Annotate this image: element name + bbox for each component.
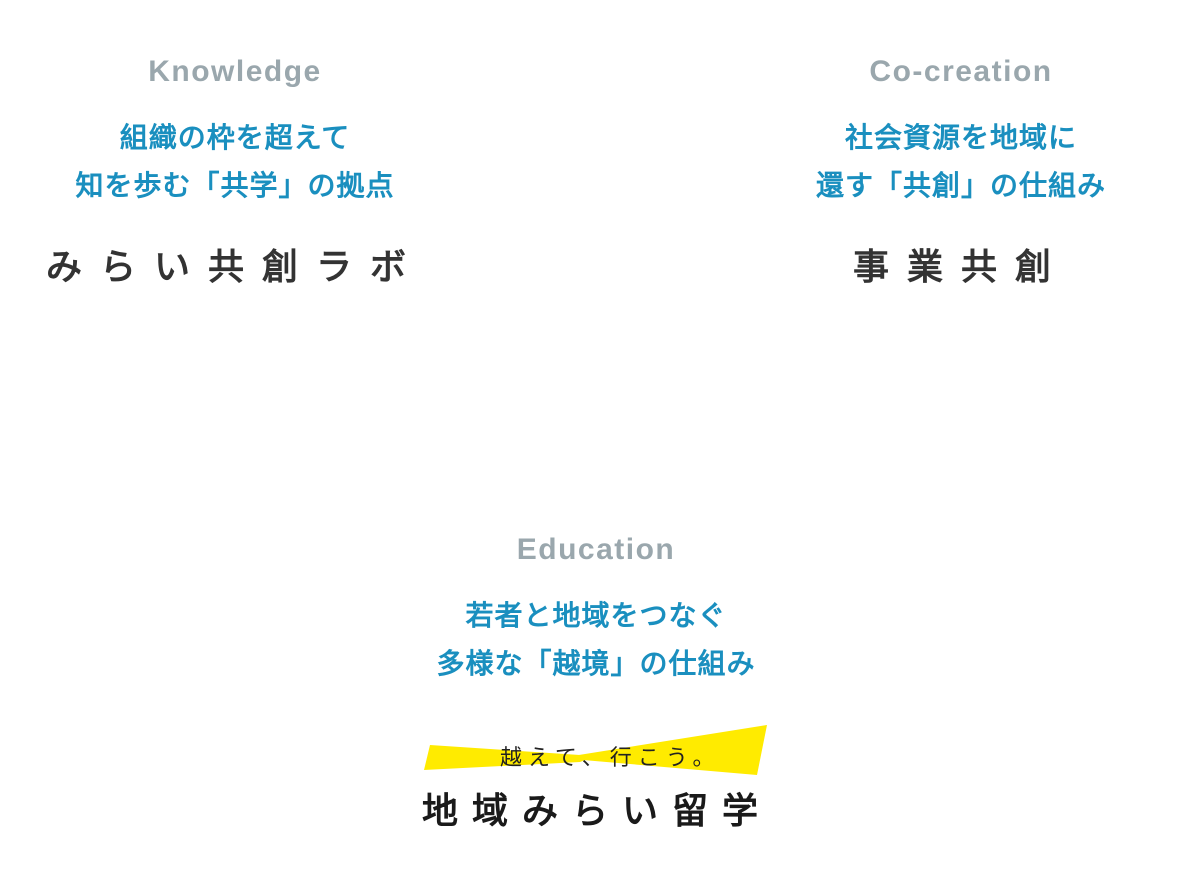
chiiki-mirai-ryugaku-logo[interactable]: 越えて、行こう。 地域みらい留学 <box>410 720 782 832</box>
section-tagline: 組織の枠を超えて 知を歩む「共学」の拠点 <box>20 114 450 210</box>
education-section: Education 若者と地域をつなぐ 多様な「越境」の仕組み <box>381 532 811 688</box>
knowledge-section: Knowledge 組織の枠を超えて 知を歩む「共学」の拠点 みらい共創ラボ <box>20 54 450 292</box>
logo-catchphrase: 越えて、行こう。 <box>500 746 721 771</box>
tagline-line-2: 還す「共創」の仕組み <box>815 169 1106 202</box>
tagline-line-2: 知を歩む「共学」の拠点 <box>75 169 395 202</box>
section-tagline: 社会資源を地域に 還す「共創」の仕組み <box>746 114 1176 210</box>
section-label: Knowledge <box>148 55 322 88</box>
logo-name: 地域みらい留学 <box>422 791 773 832</box>
tagline-line-1: 組織の枠を超えて <box>119 121 351 154</box>
section-name[interactable]: 事業共創 <box>852 247 1069 288</box>
section-label: Co-creation <box>869 55 1053 88</box>
tagline-line-1: 若者と地域をつなぐ <box>465 599 727 632</box>
section-label: Education <box>516 533 676 566</box>
section-name[interactable]: みらい共創ラボ <box>45 247 424 288</box>
yellow-bowtie-shape-icon <box>424 725 767 775</box>
cocreation-section: Co-creation 社会資源を地域に 還す「共創」の仕組み 事業共創 <box>746 54 1176 292</box>
tagline-line-2: 多様な「越境」の仕組み <box>436 647 756 680</box>
section-tagline: 若者と地域をつなぐ 多様な「越境」の仕組み <box>381 592 811 688</box>
tagline-line-1: 社会資源を地域に <box>844 121 1077 154</box>
